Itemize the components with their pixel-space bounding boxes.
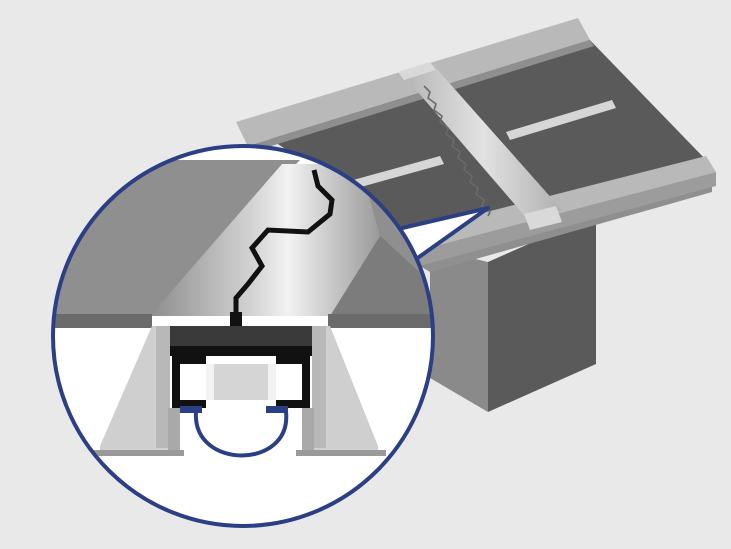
near-curb-face <box>412 172 716 268</box>
slab-edge-right <box>328 314 433 328</box>
seal-clamp-left <box>180 406 202 413</box>
lane-marking-near <box>346 156 444 190</box>
lane-marking-far <box>506 100 616 140</box>
pier-side-face <box>488 214 596 412</box>
near-curb-top <box>400 156 716 252</box>
seal-membrane <box>193 411 289 458</box>
steel-c-section-right <box>276 356 310 408</box>
seal-clamp-right <box>266 406 288 413</box>
base-flange-left <box>94 450 184 456</box>
base-flange-right <box>296 450 386 456</box>
joint-cap-near-curb <box>524 206 562 230</box>
joint-stem <box>230 312 242 328</box>
callout-magnifier <box>51 144 490 528</box>
support-bracket-right-web <box>312 326 326 448</box>
center-block <box>206 364 276 400</box>
steel-c-section-left <box>172 356 206 408</box>
center-block-left-edge <box>206 364 214 400</box>
joint-cap-far-curb <box>398 62 436 80</box>
center-block-right-edge <box>268 364 276 400</box>
deck-slab-right-face <box>330 234 433 316</box>
slab-edge-left <box>53 314 152 328</box>
far-curb-face <box>248 40 594 152</box>
support-bracket-left <box>100 326 168 450</box>
expansion-joint-serration <box>423 85 492 217</box>
joint-cover-plate <box>150 164 380 316</box>
pier-front-face <box>430 248 488 412</box>
steel-top-flange <box>170 346 312 356</box>
lower-post-right <box>302 408 314 450</box>
expansion-joint-strip <box>404 68 562 222</box>
callout-lens-outline <box>51 144 435 528</box>
support-bracket-left-web <box>156 326 170 448</box>
bridge-3d-view <box>236 18 716 412</box>
support-bracket-right <box>312 326 378 450</box>
joint-serration-line <box>233 169 335 316</box>
steel-top-plate <box>170 326 312 348</box>
lower-post-left <box>168 408 180 450</box>
callout-tail-seam-cover <box>384 234 412 260</box>
